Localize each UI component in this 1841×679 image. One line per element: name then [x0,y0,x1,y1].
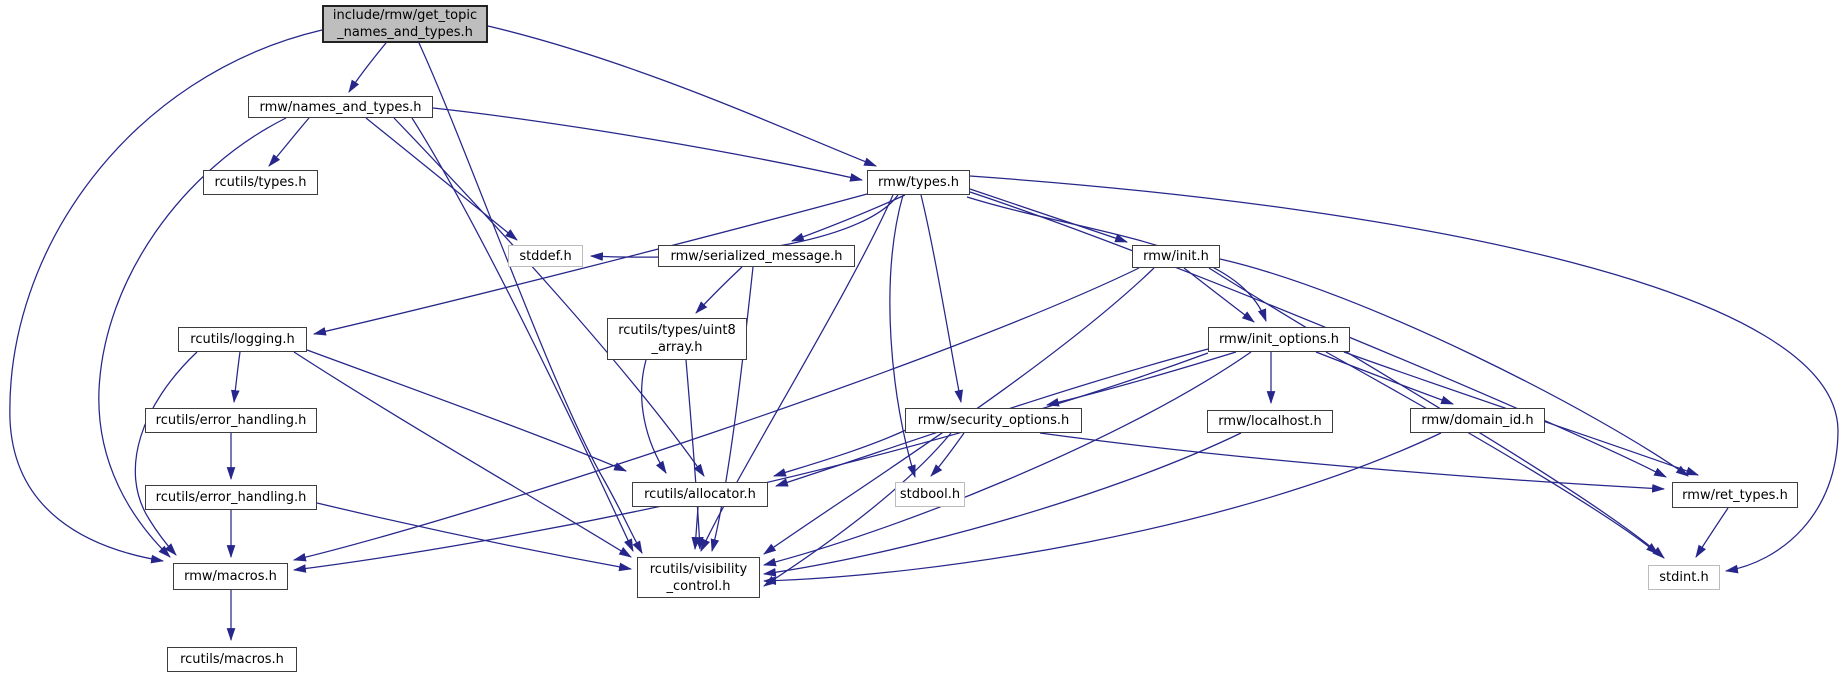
node-rmw-init[interactable]: rmw/init.h [1132,245,1220,268]
edge-types-stdint [969,175,1839,574]
node-include-rmw-get-topic-names-and-types: include/rmw/get_topic _names_and_types.h [322,5,488,43]
edge-types-security [920,194,963,404]
edge-types-serialized [790,194,906,242]
node-rcutils-logging[interactable]: rcutils/logging.h [178,327,307,352]
node-rmw-security-options[interactable]: rmw/security_options.h [905,408,1082,433]
edge-init-init_options [1183,267,1255,323]
edge-types-init [969,188,1129,243]
node-rmw-ret-types[interactable]: rmw/ret_types.h [1672,482,1798,508]
node-rcutils-types[interactable]: rcutils/types.h [203,170,318,195]
edge-get_topic-names_and_types [348,42,387,93]
node-stddef: stddef.h [508,245,583,267]
node-rcutils-macros[interactable]: rcutils/macros.h [167,647,297,672]
edge-error2-visibility [316,502,633,572]
node-rcutils-allocator[interactable]: rcutils/allocator.h [632,482,768,507]
node-rmw-init-options[interactable]: rmw/init_options.h [1208,327,1350,352]
edge-names_and_types-allocator [393,117,705,477]
edge-security-visibility [763,432,952,587]
edge-security-allocator [772,429,907,477]
edge-names_and_types-visibility [411,117,634,552]
node-rcutils-error-handling-2[interactable]: rcutils/error_handling.h [145,485,317,510]
edge-domain_id-visibility [762,432,1442,585]
edge-init_options-stdint [1325,351,1659,555]
node-rmw-macros[interactable]: rmw/macros.h [173,563,288,590]
edge-serialized-uint8 [695,266,743,314]
edge-types-init_options [966,196,1267,323]
edge-get_topic-types [487,25,878,167]
edge-logging-macros [134,351,198,556]
edge-types-stddef [589,194,899,261]
edge-names_and_types-rcutils_types [268,117,310,167]
node-rcutils-visibility-control[interactable]: rcutils/visibility _control.h [637,557,760,598]
edge-security-ret_types [1039,432,1666,493]
edge-types-logging [312,193,868,336]
edge-init_options-domain_id [1315,351,1455,405]
edge-allocator-visibility [691,506,701,551]
edge-types-ret_types [969,191,1667,478]
edge-init-macros [292,267,1140,562]
edge-uint8-allocator [641,359,667,474]
node-rmw-serialized-message[interactable]: rmw/serialized_message.h [658,245,855,267]
node-rmw-localhost[interactable]: rmw/localhost.h [1207,410,1333,433]
node-stdint: stdint.h [1648,565,1720,590]
edge-get_topic-macros [9,29,323,564]
node-stdbool: stdbool.h [895,482,965,507]
edge-serialized-visibility [710,266,754,553]
edge-names_and_types-types [432,107,864,182]
edge-logging-allocator [306,349,627,472]
edge-init_options-security [1045,351,1237,407]
edge-init-ret_types [1219,258,1689,477]
edge-logging-error1 [231,351,241,404]
node-rcutils-error-handling-1[interactable]: rcutils/error_handling.h [145,408,317,433]
edge-types-stdbool [889,194,916,479]
edge-uint8-visibility [685,359,704,551]
edge-ret_types-stdint [1695,507,1729,558]
edge-init_options-visibility [762,351,1252,567]
node-rmw-domain-id[interactable]: rmw/domain_id.h [1410,408,1545,433]
edge-logging-visibility [293,351,632,558]
edge-security-stdbool [930,432,965,477]
edge-get_topic-visibility [418,42,643,554]
edge-localhost-visibility [762,432,1242,577]
node-rmw-types[interactable]: rmw/types.h [867,170,970,195]
edge-init_options-macros [292,352,1209,573]
edge-names_and_types-stddef [365,117,518,241]
node-rmw-names-and-types[interactable]: rmw/names_and_types.h [248,96,433,118]
node-rcutils-types-uint8-array[interactable]: rcutils/types/uint8 _array.h [607,318,747,360]
